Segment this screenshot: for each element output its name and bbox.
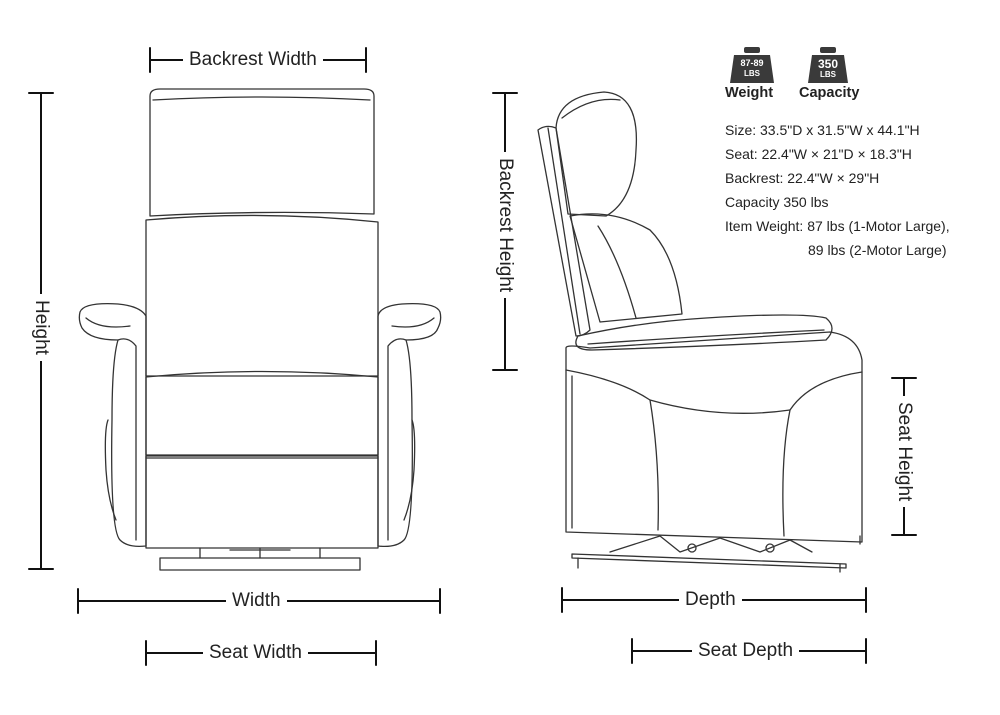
spec-capacity: Capacity 350 lbs	[725, 194, 829, 210]
seat-height-label: Seat Height	[893, 396, 915, 508]
weight-badge-range: 87-89	[740, 58, 764, 68]
width-label: Width	[226, 590, 287, 612]
spec-backrest: Backrest: 22.4"W × 29"H	[725, 170, 880, 186]
depth-label: Depth	[679, 589, 742, 611]
capacity-badge-caption: Capacity	[799, 85, 860, 101]
weight-icon	[808, 47, 848, 83]
backrest-width-label: Backrest Width	[183, 49, 323, 71]
seat-width-label: Seat Width	[203, 642, 308, 664]
backrest-height-label: Backrest Height	[494, 152, 516, 299]
capacity-badge-unit: LBS	[820, 70, 836, 79]
spec-item-weight-line1: Item Weight: 87 lbs (1-Motor Large),	[725, 218, 950, 234]
weight-badge: 87-89 LBS	[726, 45, 778, 85]
spec-size: Size: 33.5"D x 31.5"W x 44.1"H	[725, 122, 920, 138]
spec-seat: Seat: 22.4"W × 21"D × 18.3"H	[725, 146, 912, 162]
weight-badge-caption: Weight	[725, 85, 774, 101]
height-label: Height	[30, 294, 52, 361]
capacity-badge-range: 350	[817, 57, 839, 71]
seat-depth-label: Seat Depth	[692, 640, 800, 662]
spec-item-weight-line2: 89 lbs (2-Motor Large)	[808, 242, 947, 258]
weight-badge-unit: LBS	[744, 69, 760, 78]
capacity-badge: 350 LBS	[806, 45, 850, 85]
weight-icon	[730, 47, 774, 83]
